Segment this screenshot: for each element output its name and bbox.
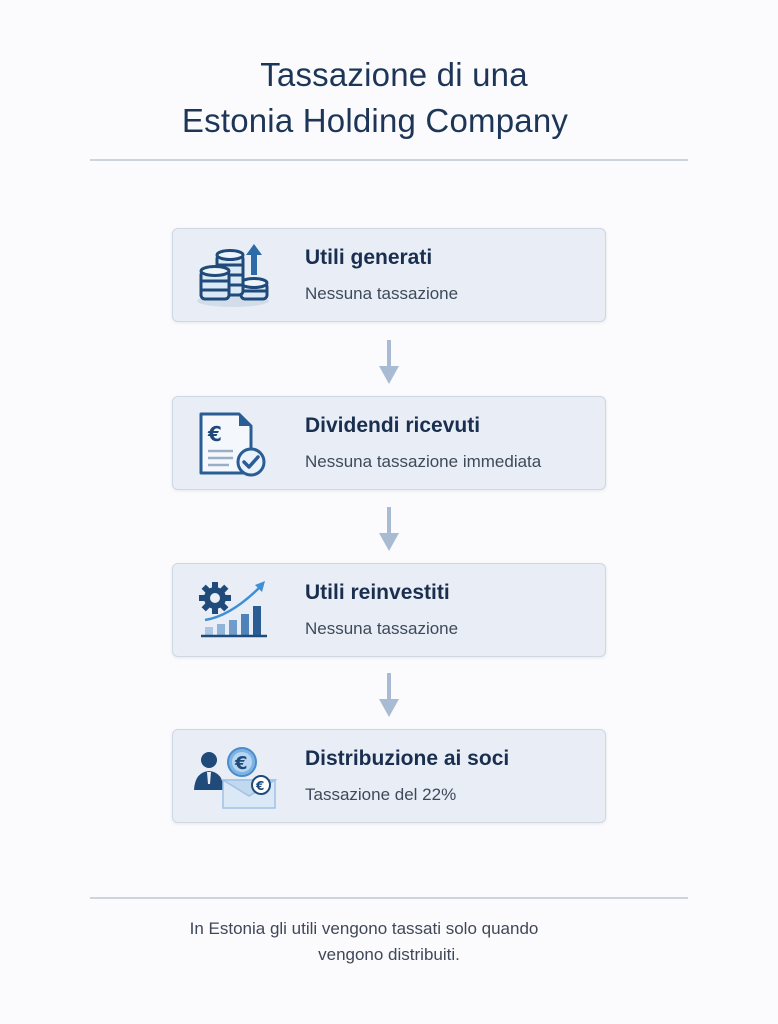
bottom-divider — [90, 897, 688, 899]
footnote: In Estonia gli utili vengono tassati sol… — [0, 916, 778, 968]
svg-text:€: € — [207, 422, 222, 446]
person-euro-envelope-icon: € € — [191, 742, 281, 812]
step-card-utili-reinvestiti: Utili reinvestiti Nessuna tassazione — [172, 563, 606, 657]
euro-document-check-icon: € — [191, 409, 281, 479]
step-heading: Dividendi ricevuti — [305, 414, 481, 437]
step-subtitle: Nessuna tassazione immediata — [305, 452, 542, 471]
step-subtitle: Tassazione del 22% — [305, 785, 457, 804]
top-divider — [90, 159, 688, 161]
step-heading: Utili reinvestiti — [305, 581, 450, 604]
page-title: Tassazione di una Estonia Holding Compan… — [0, 52, 778, 144]
title-line-1: Tassazione di una — [260, 56, 528, 93]
title-line-2: Estonia Holding Company — [181, 102, 569, 139]
gear-growth-chart-icon — [191, 576, 281, 646]
step-card-utili-generati: Utili generati Nessuna tassazione — [172, 228, 606, 322]
svg-text:€: € — [234, 753, 248, 774]
step-heading: Utili generati — [305, 246, 433, 269]
arrow-down-icon — [377, 671, 401, 719]
svg-text:€: € — [255, 779, 264, 793]
footnote-line-2: vengono distribuiti. — [318, 945, 460, 964]
step-card-distribuzione-ai-soci: € € Distribuzione ai soci Tassazione del… — [172, 729, 606, 823]
arrow-down-icon — [377, 338, 401, 386]
step-subtitle: Nessuna tassazione — [305, 619, 459, 638]
arrow-down-icon — [377, 505, 401, 553]
step-card-dividendi-ricevuti: € Dividendi ricevuti Nessuna tassazione … — [172, 396, 606, 490]
step-heading: Distribuzione ai soci — [305, 747, 510, 770]
footnote-line-1: In Estonia gli utili vengono tassati sol… — [189, 919, 539, 938]
coins-stack-up-arrow-icon — [191, 241, 281, 311]
step-subtitle: Nessuna tassazione — [305, 284, 459, 303]
